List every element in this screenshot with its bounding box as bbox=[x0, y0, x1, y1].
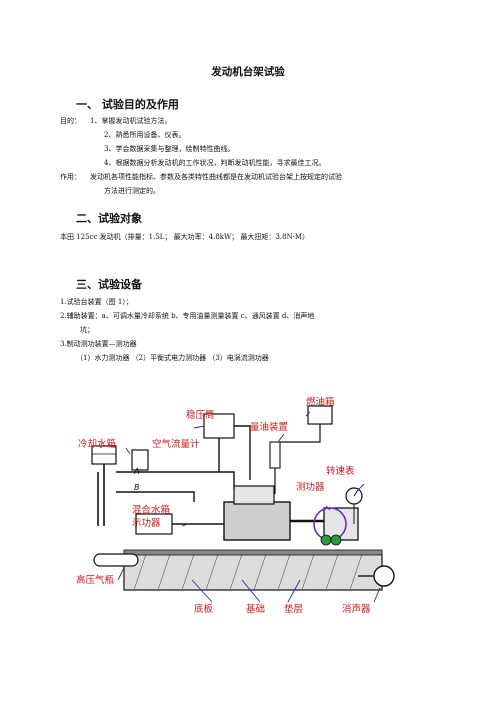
page-title: 发动机台架试验 bbox=[211, 66, 285, 78]
label-tachometer: 转速表 bbox=[326, 465, 355, 477]
role-text: 发动机各项性能指标、参数及各类特性曲线都是在发动机试验台架上按规定的试验 bbox=[90, 173, 342, 181]
dynamometer-wheel bbox=[320, 534, 332, 546]
foundation-hatch bbox=[133, 553, 363, 591]
purpose-label: 目的： bbox=[60, 117, 81, 125]
purpose-item: 3、学会数据采集与整理，绘制特性曲线。 bbox=[104, 145, 235, 153]
air-flow-meter-body bbox=[131, 449, 149, 471]
dynamometer-wheel bbox=[330, 534, 342, 546]
pipe-b bbox=[116, 491, 195, 502]
leader-lines bbox=[117, 411, 381, 603]
equipment-item: 3.制动测功装置—测功器 bbox=[60, 340, 137, 348]
label-surge-tank: 稳压筒 bbox=[186, 409, 215, 421]
purpose-item: 1、掌握发动机试验方法。 bbox=[90, 117, 172, 125]
label-fuel-tank: 燃油箱 bbox=[306, 396, 335, 408]
label-base-plate: 底板 bbox=[194, 603, 214, 615]
test-bench-diagram: 冷却水箱 空气流量计 稳压筒 量油装置 燃油箱 转速表 测功器 混合水箱 示功器… bbox=[76, 396, 395, 615]
engine-spec-text: 本田 125cc 发动机（排量：1.5L； 最大功率：4.8kW； 最大扭矩：3… bbox=[60, 233, 310, 241]
label-dynamometer: 测功器 bbox=[296, 482, 325, 493]
fuel-measure-device bbox=[269, 441, 281, 469]
role-text: 方法进行测定的。 bbox=[104, 187, 160, 195]
label-cooling-tank: 冷却水箱 bbox=[78, 438, 116, 450]
label-indicator: 示功器 bbox=[132, 518, 161, 529]
marker-a: A bbox=[133, 467, 139, 476]
section-heading-equipment: 三、试验设备 bbox=[76, 278, 142, 291]
role-label: 作用： bbox=[60, 173, 81, 181]
foundation-block bbox=[123, 553, 383, 591]
surge-pipe bbox=[234, 425, 251, 480]
label-fuel-measure: 量油装置 bbox=[250, 421, 288, 433]
cooling-pipe bbox=[97, 464, 105, 526]
section-heading-object: 二、试验对象 bbox=[76, 212, 142, 225]
equipment-item: 坑； bbox=[80, 326, 94, 334]
equipment-item: 2.辅助装置：a、可调水量冷却系统 b、专用油量测量装置 c、通风装置 d、消声… bbox=[60, 312, 315, 320]
muffler-body bbox=[373, 565, 395, 587]
label-muffler: 消声器 bbox=[342, 603, 371, 615]
label-gas-cylinder: 高压气瓶 bbox=[76, 574, 115, 586]
purpose-item: 2、熟悉所用设备、仪表。 bbox=[104, 131, 186, 139]
label-foundation: 基础 bbox=[246, 603, 265, 615]
label-mixing-tank: 混合水箱 bbox=[132, 504, 170, 516]
fuel-line bbox=[280, 424, 321, 443]
pipe-a bbox=[116, 471, 235, 490]
engine bbox=[223, 501, 291, 541]
engine-head bbox=[233, 485, 275, 505]
gas-cylinder bbox=[93, 553, 139, 567]
purpose-item: 4、根据数据分析发动机的工作状况，判断发动机性能，寻求最佳工况。 bbox=[104, 159, 326, 167]
label-cushion: 垫层 bbox=[284, 603, 303, 615]
base-plate bbox=[123, 549, 383, 556]
section-heading-purpose: 一、 试验目的及作用 bbox=[76, 98, 179, 111]
label-air-flow-meter: 空气流量计 bbox=[152, 438, 200, 450]
equipment-subitem: （1）水力测功器 （2）平衡式电力测功器 （3）电涡流测功器 bbox=[76, 354, 269, 362]
marker-b: B bbox=[134, 483, 140, 492]
equipment-item: 1.试验台装置（图 1）； bbox=[60, 298, 133, 306]
fuel-tank bbox=[307, 405, 333, 425]
